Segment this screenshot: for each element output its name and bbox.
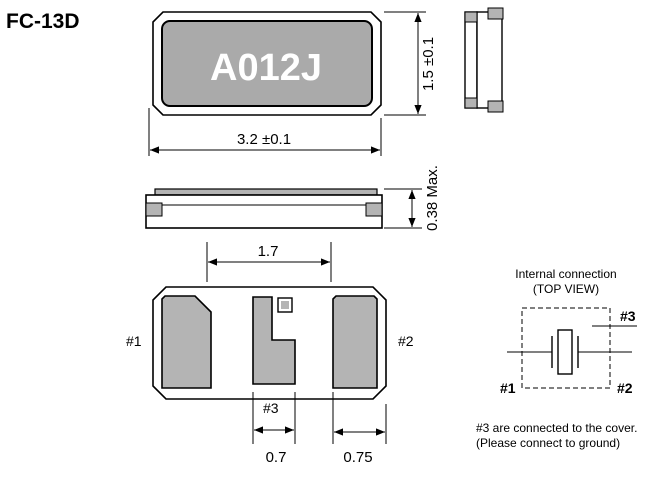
end-view [464, 7, 504, 113]
internal-connection: Internal connection (TOP VIEW) #3 #1 #2 [500, 267, 637, 396]
internal-connection-subtitle: (TOP VIEW) [533, 282, 599, 296]
width-label: 3.2 ±0.1 [237, 131, 291, 148]
height-label: 1.5 ±0.1 [420, 37, 437, 91]
pad-1 [161, 295, 212, 389]
note-line-2: (Please connect to ground) [476, 436, 620, 450]
center-pad-width-label: 0.7 [266, 449, 287, 466]
cover-outline [521, 307, 611, 389]
pad-3 [252, 296, 296, 385]
internal-pin3-label: #3 [620, 308, 636, 324]
pad-2 [332, 295, 378, 389]
notes: #3 are connected to the cover. (Please c… [476, 421, 637, 450]
bottom-pin2-label: #2 [398, 333, 414, 349]
note-line-1: #3 are connected to the cover. [476, 421, 637, 435]
top-view: A012J 3.2 ±0.1 1.5 ±0.1 [148, 11, 437, 156]
bottom-pin1-label: #1 [126, 333, 142, 349]
thickness-label: 0.38 Max. [424, 165, 441, 231]
internal-pin1-label: #1 [500, 380, 516, 396]
chip-marking: A012J [210, 47, 322, 89]
drawing-title: FC-13D [6, 10, 80, 33]
side-view: 0.38 Max. [145, 165, 441, 231]
crystal-symbol [557, 329, 573, 375]
internal-connection-title: Internal connection [515, 267, 616, 281]
top-view-lid [161, 20, 373, 107]
end-pad-width-label: 0.75 [343, 449, 372, 466]
internal-pin2-label: #2 [617, 380, 633, 396]
bottom-pin3-label: #3 [263, 400, 279, 416]
pitch-label: 1.7 [258, 243, 279, 260]
bottom-view: 1.7 #1 #2 #3 0.7 0.75 [126, 242, 414, 466]
